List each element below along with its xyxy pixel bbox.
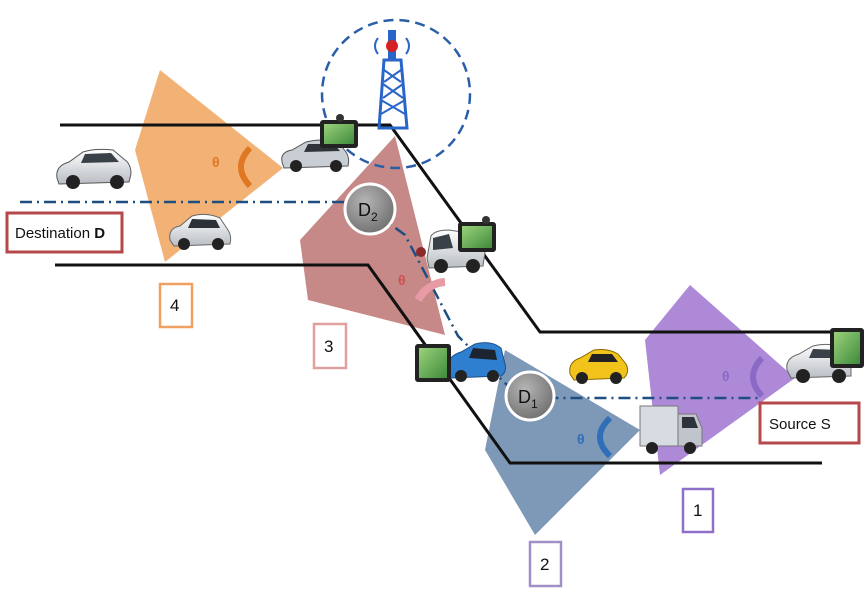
d1-label-base: D <box>518 387 531 407</box>
d2-label-base: D <box>358 200 371 220</box>
d1-label-sub: 1 <box>531 397 538 411</box>
source-label: Source S <box>769 416 831 433</box>
svg-text:3: 3 <box>324 337 333 356</box>
car-icon <box>56 148 132 189</box>
gps-device-icon <box>830 328 864 368</box>
gps-device-icon <box>320 114 358 148</box>
car-icon <box>446 342 506 382</box>
svg-text:D1: D1 <box>518 387 538 411</box>
d2-label-sub: 2 <box>371 210 378 224</box>
sector-number-box-4: 4 <box>158 282 194 329</box>
svg-text:Destination D: Destination D <box>15 225 105 242</box>
svg-text:2: 2 <box>540 555 549 574</box>
sector-4-cone <box>135 70 283 262</box>
tower-coverage-circle <box>320 18 472 170</box>
car-icon <box>169 213 232 250</box>
relay-node-d1: D1 <box>504 370 556 422</box>
theta-label-1: θ <box>722 368 730 384</box>
theta-label-4: θ <box>212 154 220 170</box>
destination-bold: D <box>94 225 105 242</box>
radio-tower-icon <box>374 30 410 130</box>
sector-number-box-2: 2 <box>528 540 563 588</box>
theta-label-2: θ <box>577 431 585 447</box>
car-icon <box>569 349 629 384</box>
theta-arc-2 <box>597 415 613 459</box>
theta-label-3: θ <box>398 272 406 288</box>
car-icon <box>416 247 426 257</box>
sector-number-box-1: 1 <box>681 487 715 534</box>
theta-arc-1 <box>750 355 765 399</box>
truck-icon <box>639 405 703 454</box>
svg-text:1: 1 <box>693 501 702 520</box>
destination-label: Destination <box>15 225 90 242</box>
svg-text:D2: D2 <box>358 200 378 224</box>
gps-device-icon <box>458 216 496 252</box>
sector-3-cone <box>300 136 445 335</box>
source-box: Source S <box>758 401 861 445</box>
theta-arc-4 <box>238 145 253 189</box>
gps-device-icon <box>415 344 451 382</box>
svg-text:4: 4 <box>170 296 179 315</box>
relay-node-d2: D2 <box>343 182 397 236</box>
theta-arc-3 <box>414 278 446 303</box>
sector-number-box-3: 3 <box>312 322 348 370</box>
destination-box: Destination D <box>5 211 124 254</box>
